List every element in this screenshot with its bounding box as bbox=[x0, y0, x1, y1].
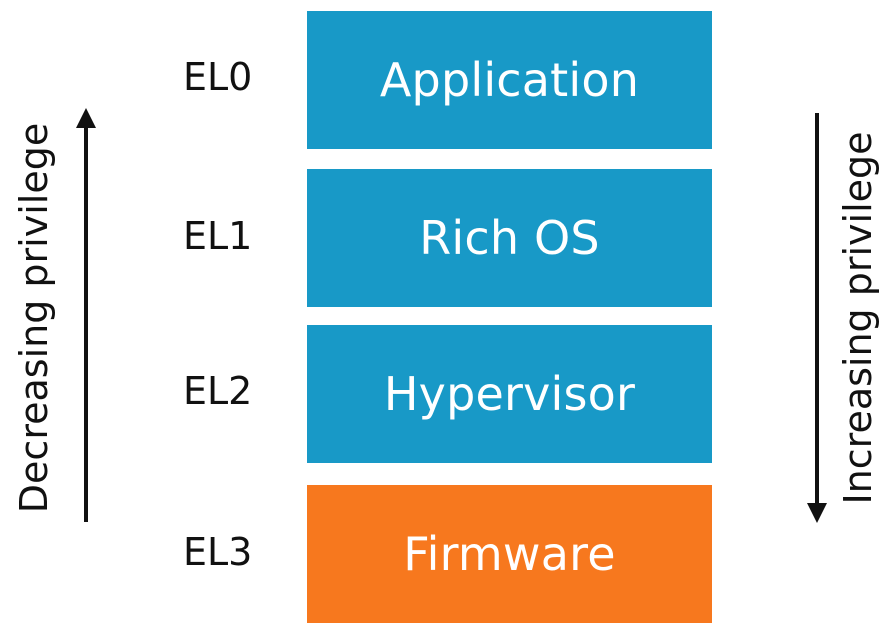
layer-rich-os: Rich OS bbox=[307, 169, 712, 307]
decreasing-privilege-label: Decreasing privilege bbox=[12, 122, 56, 514]
increasing-privilege-label: Increasing privilege bbox=[836, 131, 880, 505]
layer-firmware: Firmware bbox=[307, 485, 712, 623]
layer-label-application: Application bbox=[379, 53, 640, 107]
decreasing-privilege-axis: Decreasing privilege bbox=[0, 0, 120, 635]
down-arrow-icon bbox=[803, 113, 831, 523]
layer-hypervisor: Hypervisor bbox=[307, 325, 712, 463]
layer-application: Application bbox=[307, 11, 712, 149]
layer-label-hypervisor: Hypervisor bbox=[383, 367, 636, 421]
level-el2: EL2 bbox=[183, 369, 253, 413]
layer-label-rich-os: Rich OS bbox=[419, 211, 600, 265]
level-el0: EL0 bbox=[183, 55, 253, 99]
up-arrow-icon bbox=[72, 108, 100, 522]
increasing-privilege-axis: Increasing privilege bbox=[760, 0, 889, 635]
level-el1: EL1 bbox=[183, 214, 253, 258]
layer-label-firmware: Firmware bbox=[403, 527, 616, 581]
level-el3: EL3 bbox=[183, 530, 253, 574]
